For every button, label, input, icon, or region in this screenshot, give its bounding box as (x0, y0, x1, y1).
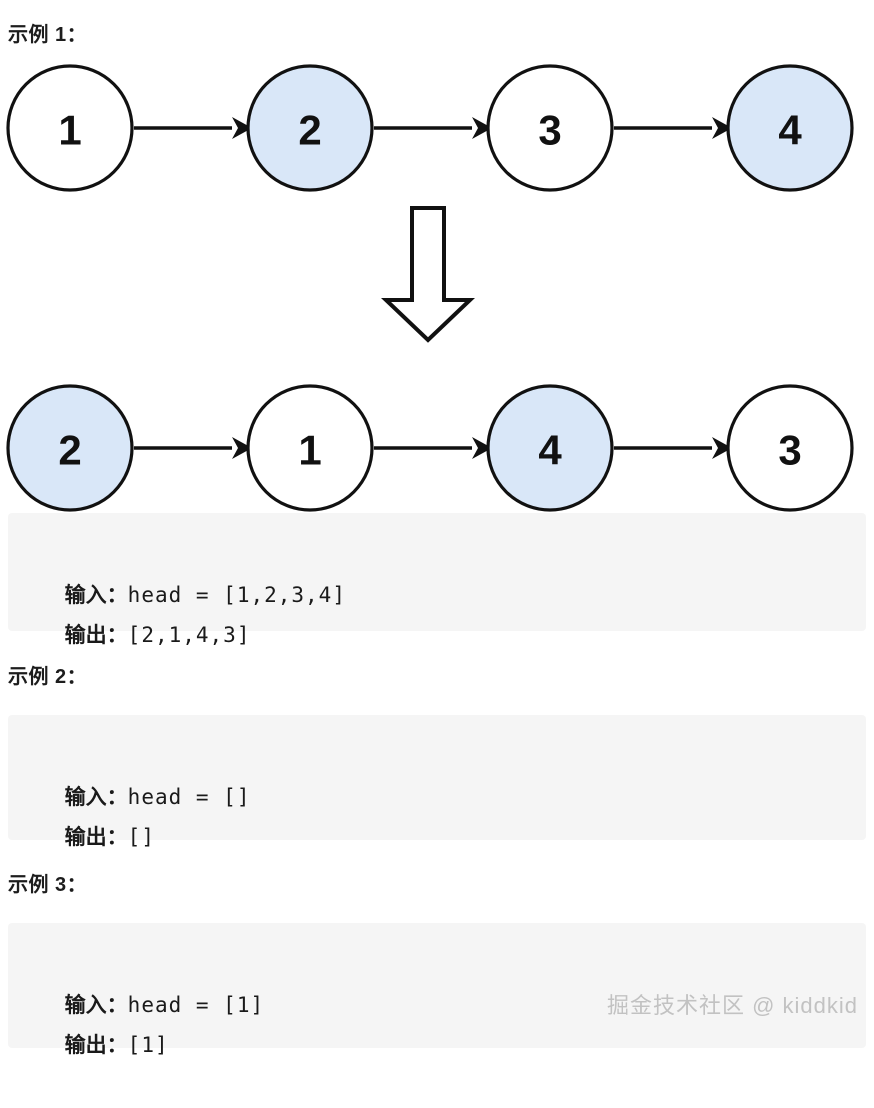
input-linked-list-diagram: 1 2 3 4 (6, 64, 854, 192)
output-value: [1] (127, 1033, 169, 1057)
list-node-label: 4 (778, 107, 802, 154)
input-value: head = [1] (127, 993, 265, 1017)
watermark-text: 掘金技术社区 @ kiddkid (606, 993, 858, 1018)
output-linked-list-diagram: 2 1 4 3 (6, 384, 854, 512)
list-node: 4 (726, 64, 854, 192)
list-node-label: 4 (538, 427, 562, 474)
list-node-label: 2 (58, 427, 81, 474)
list-node: 1 (6, 64, 134, 192)
input-line: 输入：head = [1] (38, 945, 866, 1017)
list-node: 2 (6, 384, 134, 512)
output-line: 输出：[2,1,4,3] (38, 575, 866, 647)
link-2-to-3 (374, 117, 492, 139)
list-node-label: 3 (778, 427, 801, 474)
example-3-heading: 示例 3： (8, 874, 88, 896)
input-value: head = [1,2,3,4] (127, 583, 346, 607)
list-node: 3 (726, 384, 854, 512)
link-1-to-2 (134, 437, 252, 459)
list-node: 2 (246, 64, 374, 192)
list-node-label: 1 (298, 427, 321, 474)
list-node-label: 2 (298, 107, 321, 154)
output-label: 输出： (64, 624, 128, 647)
link-1-to-2 (134, 117, 252, 139)
input-line: 输入：head = [1,2,3,4] (38, 535, 866, 607)
example-1-heading: 示例 1： (8, 24, 88, 46)
output-label: 输出： (64, 1034, 128, 1057)
output-value: [2,1,4,3] (127, 623, 251, 647)
list-node-label: 1 (58, 107, 81, 154)
list-node: 4 (486, 384, 614, 512)
output-line: 输出：[] (38, 777, 866, 849)
list-node-label: 3 (538, 107, 561, 154)
list-node: 1 (246, 384, 374, 512)
example-2-heading: 示例 2： (8, 666, 88, 688)
output-value: [] (127, 825, 155, 849)
figure-page: 示例 1： 1 2 3 4 (6, 24, 866, 1057)
input-line: 输入：head = [] (38, 737, 866, 809)
link-3-to-4 (614, 117, 732, 139)
example-3-io-block: 输入：head = [1] 输出：[1] (8, 923, 866, 1057)
input-label: 输入： (64, 584, 128, 607)
list-node: 3 (486, 64, 614, 192)
example-1-io-block: 输入：head = [1,2,3,4] 输出：[2,1,4,3] (8, 513, 866, 647)
link-3-to-4 (614, 437, 732, 459)
input-label: 输入： (64, 786, 128, 809)
link-2-to-3 (374, 437, 492, 459)
input-value: head = [] (127, 785, 251, 809)
output-label: 输出： (64, 826, 128, 849)
transform-down-arrow-icon (381, 206, 475, 343)
input-label: 输入： (64, 994, 128, 1017)
example-2-io-block: 输入：head = [] 输出：[] (8, 715, 866, 849)
